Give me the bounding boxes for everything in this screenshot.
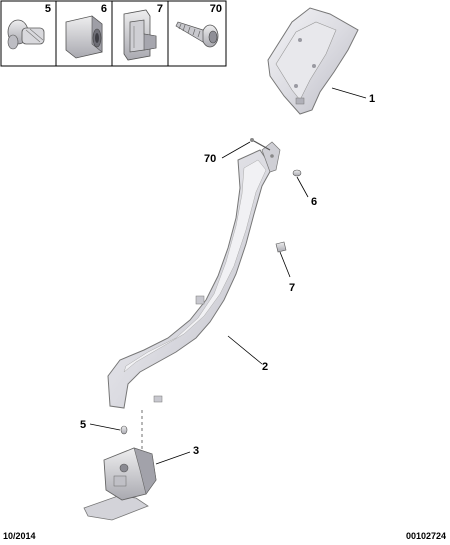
fastener-6-placed [292, 169, 302, 177]
part-3-bracket [83, 447, 157, 521]
nut-insert-icon [65, 15, 103, 59]
legend-ref-5: 5 [45, 3, 51, 15]
callout-70: 70 [204, 153, 216, 165]
fastener-70-placed [250, 138, 271, 151]
footer-reference: 00102724 [405, 531, 446, 541]
callout-5: 5 [80, 419, 86, 431]
part-1-upper-trim [267, 7, 359, 115]
fastener-7-placed [275, 241, 287, 253]
fastener-5-placed [120, 425, 128, 435]
push-clip-icon [7, 19, 45, 50]
spring-clip-icon [123, 9, 157, 61]
callout-2: 2 [262, 361, 268, 373]
callout-7: 7 [289, 282, 295, 294]
footer-date: 10/2014 [3, 531, 36, 541]
legend-cell-clip-7: 7 [123, 3, 163, 61]
fastener-legend: 5 6 7 [0, 0, 227, 67]
legend-cell-nut-6: 6 [65, 3, 107, 59]
legend-ref-6: 6 [101, 3, 107, 15]
leader-lines [89, 87, 367, 465]
screw-icon [175, 21, 219, 48]
callout-6: 6 [311, 196, 317, 208]
part-2-lower-trim [107, 141, 281, 409]
legend-ref-70: 70 [210, 3, 222, 15]
legend-cell-clip-5: 5 [7, 3, 51, 50]
legend-cell-screw-70: 70 [175, 3, 222, 48]
callout-1: 1 [369, 93, 375, 105]
legend-ref-7: 7 [157, 3, 163, 15]
callout-3: 3 [193, 445, 199, 457]
